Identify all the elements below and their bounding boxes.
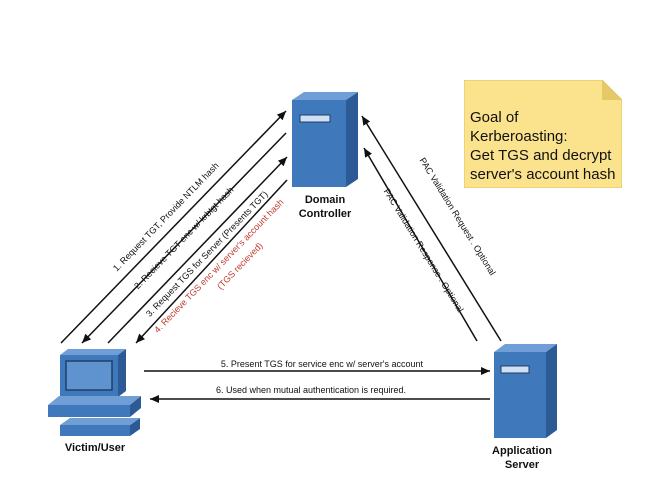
application-server-label: Application Server: [492, 445, 552, 471]
goal-note: [464, 80, 622, 188]
arrow-pac-request: [361, 115, 502, 342]
domain-controller-server-icon: [292, 92, 358, 187]
application-server-icon: [494, 344, 557, 438]
arrow-m4: [135, 179, 288, 344]
msg-4-label: 4. Recieve TGS enc w/ server's account h…: [152, 197, 285, 335]
victim-computer-icon: [48, 349, 141, 436]
goal-note-text: Goal of Kerberoasting: Get TGS and decry…: [470, 108, 620, 184]
arrow-m3: [107, 156, 288, 344]
arrow-pac-response: [363, 147, 478, 342]
victim-label: Victim/User: [64, 442, 126, 454]
arrow-m1: [60, 110, 287, 344]
msg-6-label: 6. Used when mutual authentication is re…: [216, 385, 406, 395]
note-line-2: Get TGS and decrypt: [470, 147, 612, 164]
msg-5-label: 5. Present TGS for service enc w/ server…: [221, 359, 424, 369]
domain-controller-label: Domain Controller: [298, 194, 352, 220]
note-line-3: server's account hash: [470, 166, 616, 183]
note-line-1: Goal of Kerberoasting:: [470, 109, 568, 145]
arrow-m2: [81, 132, 287, 344]
